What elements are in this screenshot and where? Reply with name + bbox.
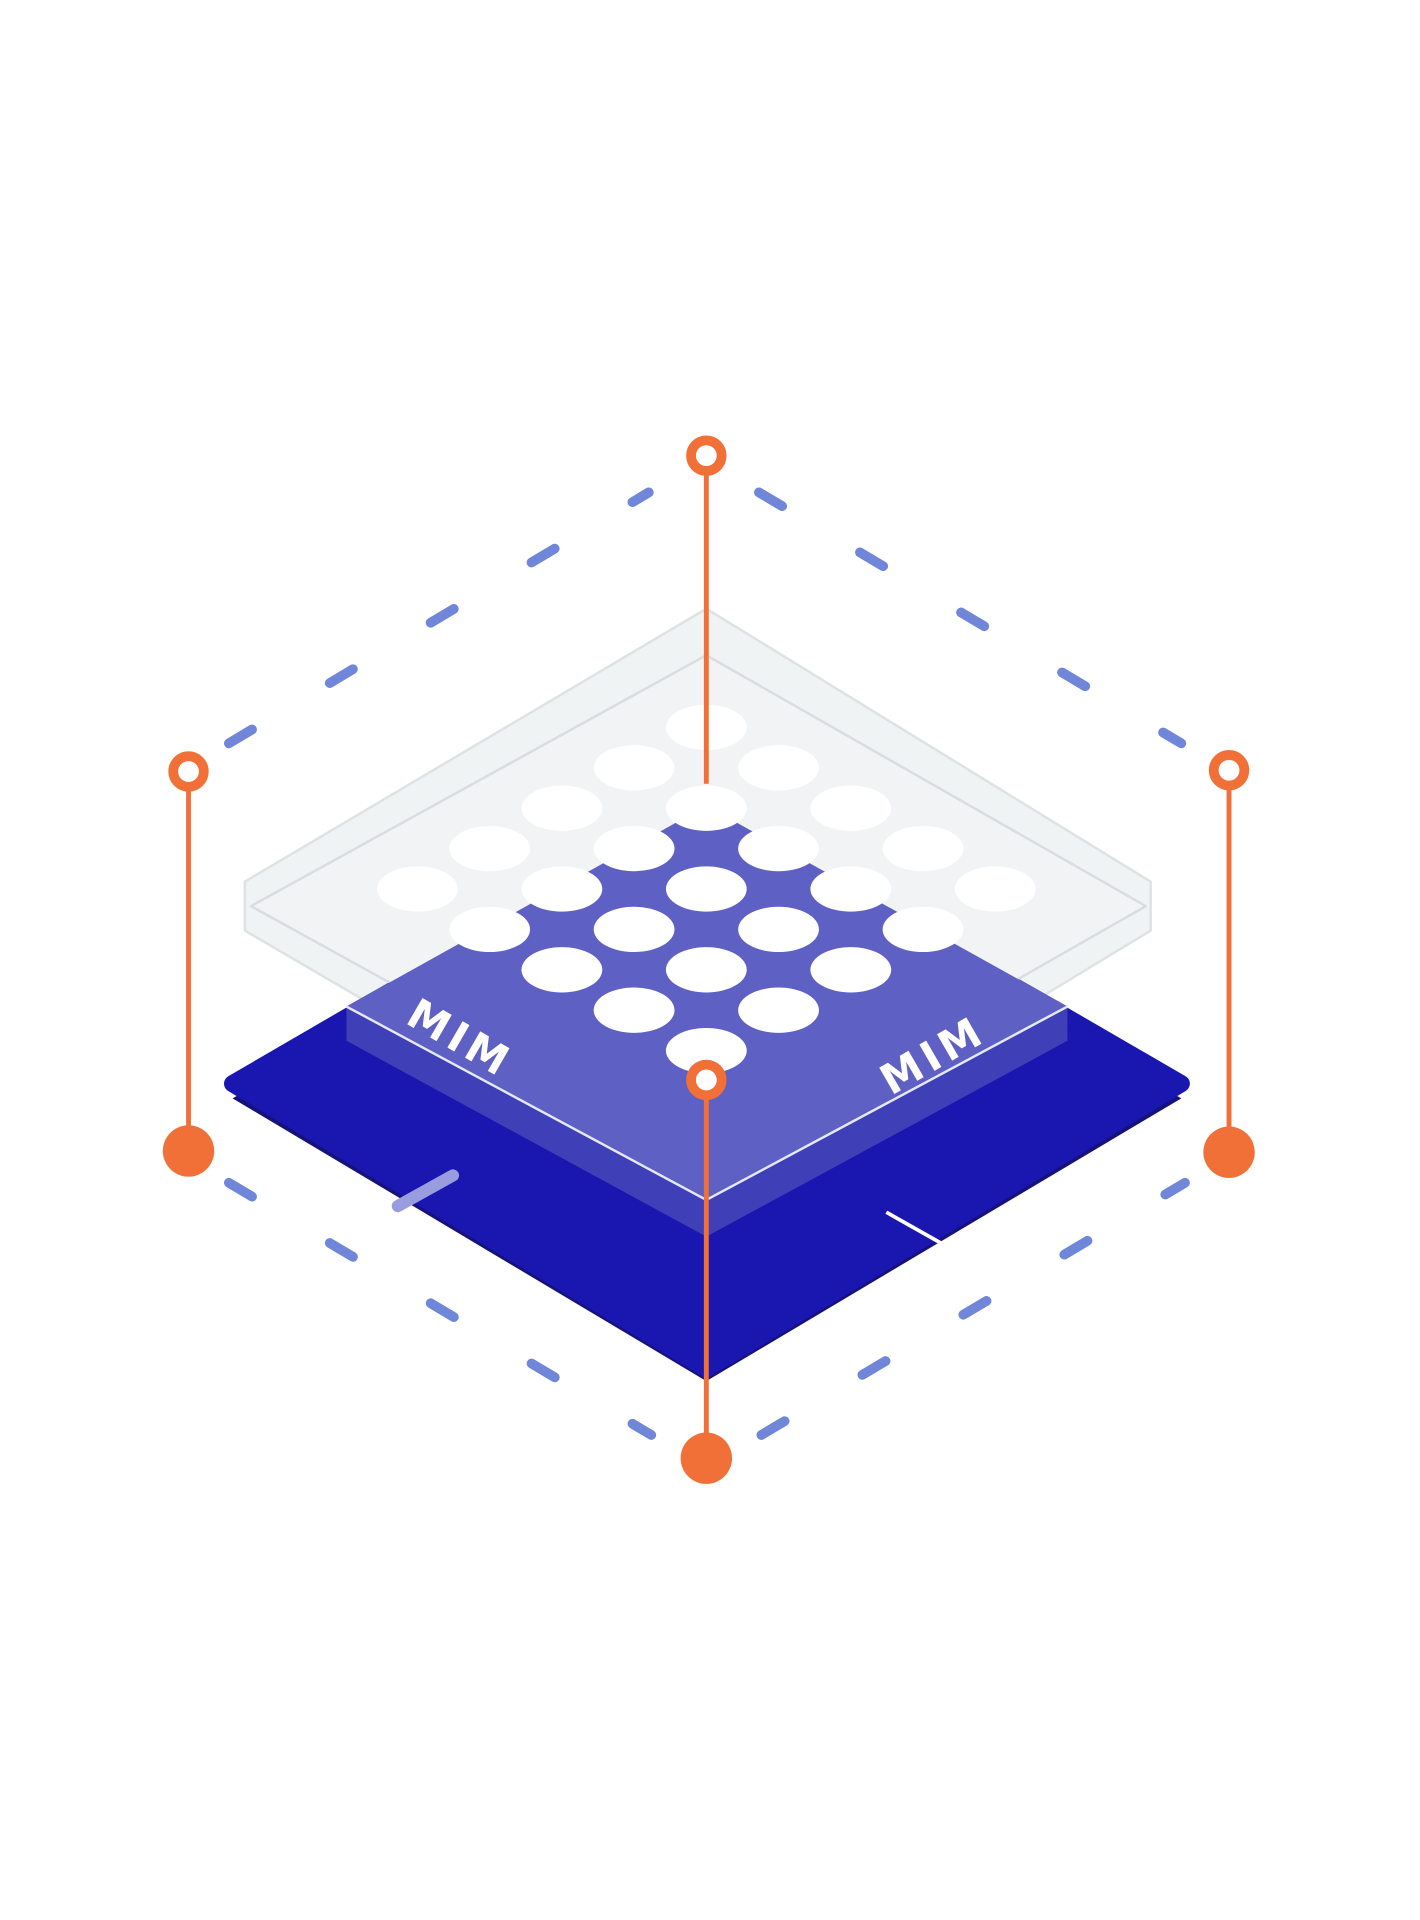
pin-ring-icon — [1208, 750, 1250, 791]
insert-edge-right — [705, 1005, 1069, 1202]
well — [665, 785, 747, 831]
well — [954, 866, 1036, 912]
base-highlight — [391, 1169, 460, 1213]
pin-ring-icon — [686, 1059, 727, 1101]
well — [665, 947, 747, 993]
well — [665, 1027, 747, 1074]
well — [810, 947, 892, 993]
well — [449, 825, 531, 872]
well — [810, 866, 892, 912]
dashed-line — [224, 1177, 657, 1440]
insert-edge-left — [345, 1005, 707, 1202]
base-groove — [885, 1210, 944, 1246]
pin-ring-icon — [168, 751, 209, 792]
well — [377, 866, 458, 912]
pin-dot-icon — [1203, 1126, 1255, 1178]
well — [593, 825, 675, 872]
well — [738, 825, 819, 872]
well — [521, 866, 603, 912]
pin-dot-icon — [680, 1432, 733, 1484]
pin-dot-icon — [162, 1125, 215, 1177]
dashed-line — [224, 487, 654, 749]
well-grid — [377, 704, 1036, 1074]
well — [882, 825, 964, 872]
well — [593, 906, 675, 953]
well — [449, 906, 531, 953]
well — [810, 785, 892, 831]
well — [738, 987, 819, 1033]
well — [665, 866, 747, 912]
well — [738, 745, 819, 791]
dashed-line — [754, 487, 1187, 749]
well — [521, 785, 603, 831]
well — [593, 987, 675, 1033]
orange-pins — [162, 435, 1255, 1484]
well — [738, 906, 819, 953]
dashed-line — [756, 1177, 1190, 1440]
well — [521, 947, 603, 993]
pin-ring-icon — [686, 435, 727, 476]
plate-insert — [346, 805, 1068, 1200]
well — [593, 745, 675, 791]
dashed-bounding-lines — [224, 487, 1190, 1440]
well — [882, 906, 964, 953]
